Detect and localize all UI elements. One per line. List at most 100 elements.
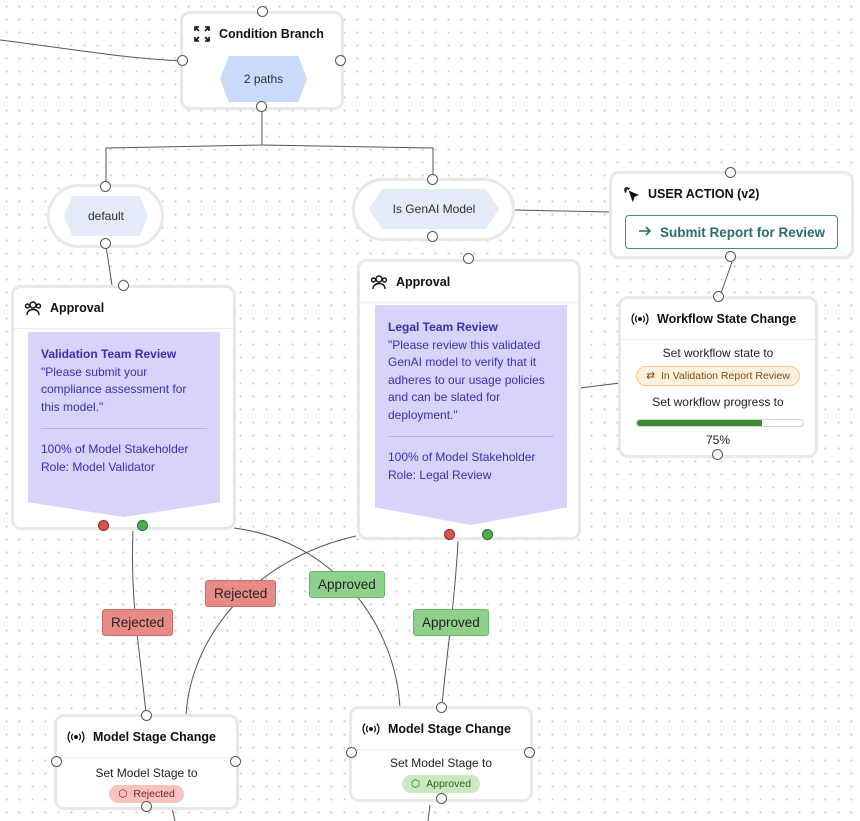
condition-branch-node[interactable]: Condition Branch 2 paths bbox=[180, 11, 344, 110]
approval-left-header: Approval bbox=[14, 288, 233, 329]
approval-left-node[interactable]: Approval Validation Team Review "Please … bbox=[11, 285, 236, 530]
model-stage-left-node[interactable]: Model Stage Change Set Model Stage to ⬡ … bbox=[54, 714, 239, 810]
cube-icon: ⬡ bbox=[410, 778, 421, 790]
cube-icon: ⬡ bbox=[118, 788, 128, 800]
model-stage-right-right-handle[interactable] bbox=[524, 747, 535, 758]
model-stage-left-output-handle[interactable] bbox=[141, 801, 152, 812]
approved-edge-label-left[interactable]: Approved bbox=[309, 571, 385, 598]
validation-review-requirement: 100% of Model Stakeholder Role: Model Va… bbox=[41, 442, 189, 474]
paths-count-label: 2 paths bbox=[243, 72, 284, 86]
workflow-state-output-handle[interactable] bbox=[712, 449, 723, 460]
legal-review-card[interactable]: Legal Team Review "Please review this va… bbox=[375, 305, 567, 525]
approval-right-header: Approval bbox=[360, 262, 578, 303]
paths-count-hex[interactable]: 2 paths bbox=[220, 56, 307, 102]
approval-right-input-handle[interactable] bbox=[463, 253, 474, 264]
approval-right-title: Approval bbox=[396, 275, 451, 289]
user-action-input-handle[interactable] bbox=[725, 167, 736, 178]
broadcast-icon bbox=[67, 728, 85, 746]
condition-branch-output-handle[interactable] bbox=[256, 101, 267, 112]
default-branch-output-handle[interactable] bbox=[100, 238, 111, 249]
model-stage-left-value: Rejected bbox=[133, 788, 175, 800]
edge-branch-default bbox=[105, 112, 263, 184]
model-stage-right-value: Approved bbox=[426, 778, 472, 790]
model-stage-left-left-handle[interactable] bbox=[51, 756, 62, 767]
cursor-click-icon bbox=[622, 185, 640, 203]
workflow-state-label: Set workflow state to bbox=[662, 346, 774, 360]
user-action-header: USER ACTION (v2) bbox=[612, 174, 851, 214]
approved-edge-label-right[interactable]: Approved bbox=[413, 609, 489, 636]
broadcast-icon bbox=[631, 310, 649, 328]
genai-branch-node[interactable]: Is GenAI Model bbox=[352, 178, 515, 241]
edge-genai-useraction bbox=[513, 209, 611, 213]
model-stage-right-input-handle[interactable] bbox=[436, 702, 447, 713]
card-divider bbox=[388, 436, 554, 437]
workflow-progress-bar bbox=[636, 419, 804, 427]
rejected-edge-label-right[interactable]: Rejected bbox=[205, 580, 277, 607]
approval-right-reject-handle[interactable] bbox=[444, 529, 455, 540]
default-branch-node[interactable]: default bbox=[47, 184, 164, 248]
validation-review-title: Validation Team Review bbox=[41, 347, 177, 361]
genai-branch-label: Is GenAI Model bbox=[392, 202, 476, 216]
users-icon bbox=[370, 273, 388, 291]
workflow-progress-value: 75% bbox=[705, 433, 731, 447]
swap-icon: ⇄ bbox=[646, 370, 655, 382]
workflow-progress-label: Set workflow progress to bbox=[652, 395, 784, 409]
workflow-state-node[interactable]: Workflow State Change Set workflow state… bbox=[618, 296, 818, 458]
approval-left-title: Approval bbox=[50, 301, 105, 315]
arrow-right-icon bbox=[638, 225, 652, 240]
submit-report-label: Submit Report for Review bbox=[659, 224, 826, 240]
edge-default-approval bbox=[105, 245, 113, 286]
model-stage-right-title: Model Stage Change bbox=[388, 722, 511, 736]
edge-incoming bbox=[0, 39, 184, 62]
model-stage-right-node[interactable]: Model Stage Change Set Model Stage to ⬡ … bbox=[349, 706, 533, 802]
model-stage-right-output-handle[interactable] bbox=[436, 793, 447, 804]
model-stage-left-label: Set Model Stage to bbox=[95, 766, 198, 780]
workflow-state-title: Workflow State Change bbox=[657, 312, 797, 326]
model-stage-right-label: Set Model Stage to bbox=[389, 756, 493, 770]
approval-right-approve-handle[interactable] bbox=[482, 529, 493, 540]
model-stage-left-badge: ⬡ Rejected bbox=[109, 785, 184, 803]
edge-left-approved bbox=[233, 527, 401, 709]
submit-report-button[interactable]: Submit Report for Review bbox=[625, 215, 838, 249]
validation-review-message: "Please submit your compliance assessmen… bbox=[41, 364, 187, 414]
workflow-state-header: Workflow State Change bbox=[621, 299, 815, 340]
legal-review-title: Legal Team Review bbox=[388, 320, 498, 334]
condition-branch-left-handle[interactable] bbox=[177, 55, 188, 66]
condition-branch-title: Condition Branch bbox=[219, 27, 324, 41]
legal-review-message: "Please review this validated GenAI mode… bbox=[388, 337, 545, 422]
workflow-state-badge: ⇄ In Validation Report Review bbox=[636, 366, 800, 386]
condition-branch-right-handle[interactable] bbox=[335, 55, 346, 66]
workflow-progress-fill bbox=[637, 420, 762, 426]
users-icon bbox=[24, 299, 42, 317]
edge-right-rejected bbox=[185, 535, 357, 717]
model-stage-right-header: Model Stage Change bbox=[352, 709, 530, 749]
condition-branch-input-handle[interactable] bbox=[257, 6, 268, 17]
edge-branch-genai bbox=[261, 144, 434, 177]
validation-review-card[interactable]: Validation Team Review "Please submit yo… bbox=[28, 332, 220, 517]
expand-icon bbox=[193, 25, 211, 43]
default-branch-label: default bbox=[87, 209, 125, 223]
approval-right-node[interactable]: Approval Legal Team Review "Please revie… bbox=[357, 259, 581, 540]
approval-left-approve-handle[interactable] bbox=[137, 520, 148, 531]
workflow-state-input-handle[interactable] bbox=[713, 291, 724, 302]
genai-branch-output-handle[interactable] bbox=[427, 231, 438, 242]
model-stage-right-left-handle[interactable] bbox=[346, 747, 357, 758]
card-divider bbox=[41, 428, 207, 429]
workflow-state-value: In Validation Report Review bbox=[661, 370, 790, 382]
broadcast-icon bbox=[362, 720, 380, 738]
condition-branch-header: Condition Branch bbox=[183, 14, 341, 54]
edge-bottom-right bbox=[427, 804, 431, 821]
default-branch-hex: default bbox=[64, 196, 148, 236]
model-stage-left-header: Model Stage Change bbox=[57, 717, 236, 757]
approval-left-input-handle[interactable] bbox=[118, 280, 129, 291]
user-action-output-handle[interactable] bbox=[725, 251, 736, 262]
model-stage-left-right-handle[interactable] bbox=[230, 756, 241, 767]
genai-branch-input-handle[interactable] bbox=[427, 174, 438, 185]
legal-review-requirement: 100% of Model Stakeholder Role: Legal Re… bbox=[388, 450, 536, 482]
rejected-edge-label-left[interactable]: Rejected bbox=[102, 609, 174, 636]
model-stage-left-input-handle[interactable] bbox=[141, 710, 152, 721]
model-stage-left-title: Model Stage Change bbox=[93, 730, 216, 744]
default-branch-input-handle[interactable] bbox=[100, 181, 111, 192]
approval-left-reject-handle[interactable] bbox=[98, 520, 109, 531]
genai-branch-hex: Is GenAI Model bbox=[369, 189, 499, 229]
